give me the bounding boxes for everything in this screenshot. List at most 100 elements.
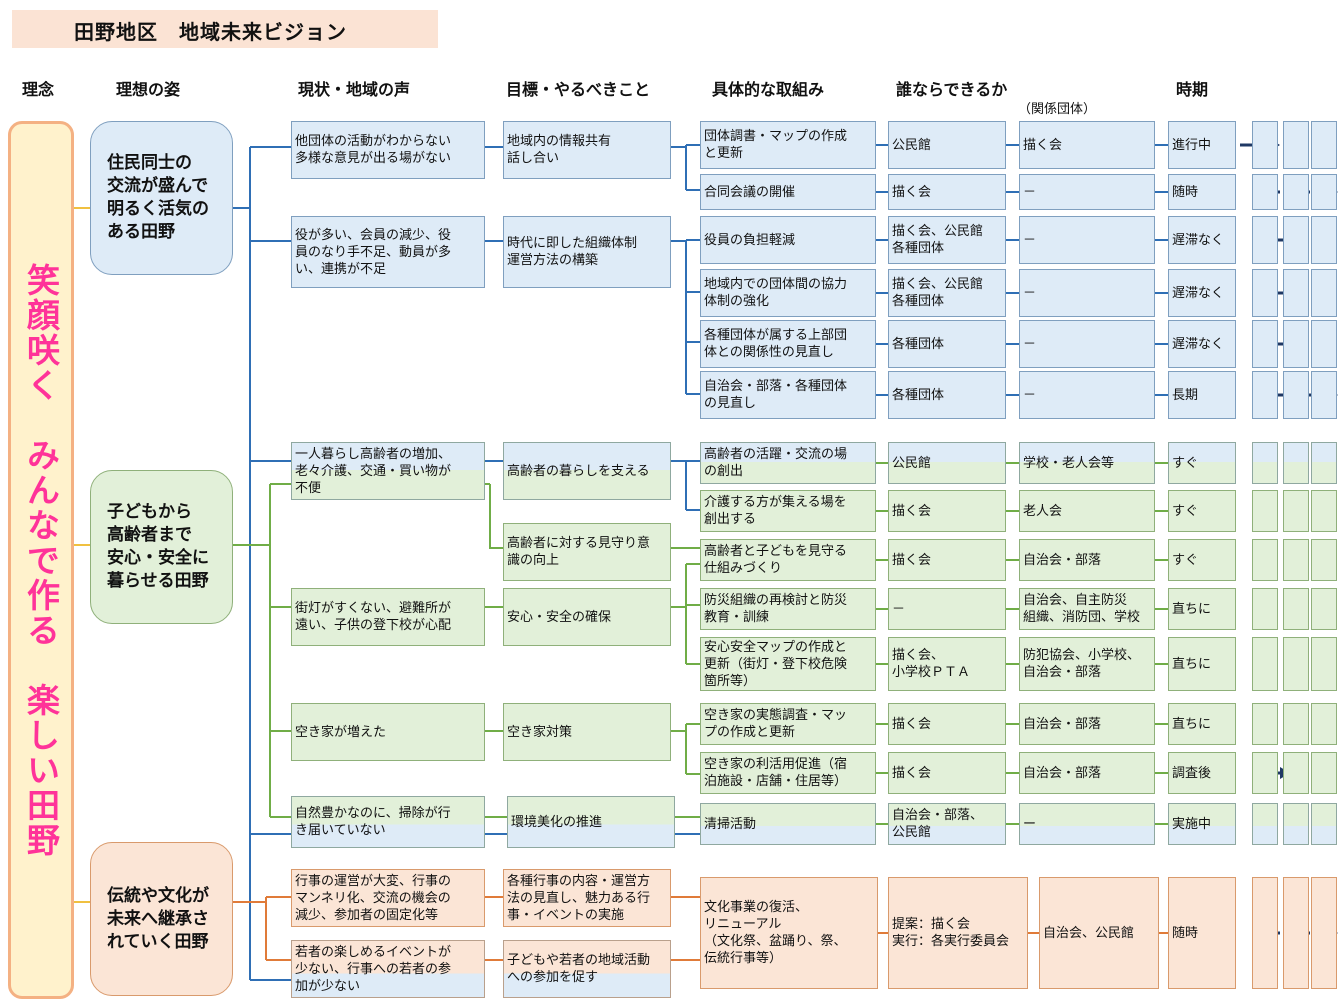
voice-box: 役が多い、会員の減少、役 員のなり手不足、動員が多 い、連携が不足 [291,216,485,288]
timeline-cell [1311,752,1337,794]
goal-box: 高齢者の暮らしを支える [503,442,671,500]
ideal-box: 伝統や文化が 未来へ継承さ れていく田野 [90,842,233,996]
period-box: 遅滞なく [1168,216,1236,264]
who-box: 描く会 [888,174,1006,210]
timeline-cell [1311,803,1337,845]
rinen-banner: 笑顔咲く みんなで作る 楽しい田野 [8,121,74,999]
related-box: 防犯協会、小学校、 自治会・部落 [1019,637,1155,691]
timeline-cell [1283,703,1309,745]
goal-box: 高齢者に対する見守り意 識の向上 [503,523,671,581]
timeline-cell [1283,442,1309,484]
timeline-cell [1311,174,1337,210]
who-box: 描く会、公民館 各種団体 [888,269,1006,317]
who-box: 描く会 [888,703,1006,745]
period-box: すぐ [1168,442,1236,484]
header-period: 時期 [1176,80,1209,99]
related-box: － [1019,216,1155,264]
connector-line [489,484,503,549]
timeline-cell [1311,637,1337,691]
timeline-cell [1283,877,1309,989]
who-box: 提案：描く会 実行：各実行委員会 [888,877,1028,989]
related-box: － [1019,320,1155,368]
timeline-cell [1311,320,1337,368]
timeline-cell [1252,490,1278,532]
related-box: 学校・老人会等 [1019,442,1155,484]
period-box: 長期 [1168,371,1236,419]
timeline-cell [1311,216,1337,264]
action-box: 空き家の実態調査・マッ プの作成と更新 [700,703,876,745]
timeline-cell [1283,174,1309,210]
who-box: 公民館 [888,121,1006,169]
action-box: 文化事業の復活、 リニューアル （文化祭、盆踊り、祭、 伝統行事等） [700,877,878,989]
timeline-cell [1283,490,1309,532]
period-box: 調査後 [1168,752,1236,794]
who-box: 描く会 [888,490,1006,532]
period-box: すぐ [1168,539,1236,581]
timeline-cell [1252,320,1278,368]
action-box: 高齢者と子どもを見守る 仕組みづくり [700,539,876,581]
goal-box: 子どもや若者の地域活動 への参加を促す [503,940,671,998]
who-box: 描く会 [888,539,1006,581]
action-box: 自治会・部落・各種団体 の見直し [700,371,876,419]
who-box: 自治会・部落、 公民館 [888,803,1006,845]
timeline-cell [1283,216,1309,264]
action-box: 高齢者の活躍・交流の場 の創出 [700,442,876,484]
voice-box: 若者の楽しめるイベントが 少ない、行事への若者の参 加が少ない [291,940,485,998]
action-box: 安心安全マップの作成と 更新（街灯・登下校危険 箇所等） [700,637,876,691]
period-box: 直ちに [1168,637,1236,691]
timeline-cell [1252,121,1278,169]
related-box: 自治会、自主防災 組織、消防団、学校 [1019,588,1155,630]
timeline-cell [1252,752,1278,794]
related-box: 描く会 [1019,121,1155,169]
period-box: 直ちに [1168,703,1236,745]
goal-box: 空き家対策 [503,703,671,761]
who-box: 各種団体 [888,371,1006,419]
related-box: 自治会・部落 [1019,703,1155,745]
timeline-cell [1252,803,1278,845]
voice-box: 街灯がすくない、避難所が 遠い、子供の登下校が心配 [291,588,485,646]
header-related: （関係団体） [1018,102,1097,117]
timeline-cell [1311,539,1337,581]
who-box: 描く会、公民館 各種団体 [888,216,1006,264]
timeline-cell [1252,703,1278,745]
action-box: 防災組織の再検討と防災 教育・訓練 [700,588,876,630]
related-box: 老人会 [1019,490,1155,532]
timeline-cell [1311,121,1337,169]
timeline-cell [1252,442,1278,484]
timeline-cell [1252,588,1278,630]
period-box: 遅滞なく [1168,320,1236,368]
voice-box: 他団体の活動がわからない 多様な意見が出る場がない [291,121,485,179]
goal-box: 時代に即した組織体制 運営方法の構築 [503,216,671,288]
period-box: 直ちに [1168,588,1236,630]
related-box: ー [1019,803,1155,845]
timeline-cell [1252,174,1278,210]
timeline-cell [1283,320,1309,368]
period-box: 進行中 [1168,121,1236,169]
goal-box: 地域内の情報共有 話し合い [503,121,671,179]
related-box: － [1019,269,1155,317]
timeline-cell [1283,269,1309,317]
who-box: 描く会、 小学校ＰＴＡ [888,637,1006,691]
header-goal: 目標・やるべきこと [506,80,651,99]
timeline-cell [1252,637,1278,691]
voice-box: 行事の運営が大変、行事の マンネリ化、交流の機会の 減少、参加者の固定化等 [291,869,485,927]
action-box: 空き家の利活用促進（宿 泊施設・店舗・住居等） [700,752,876,794]
timeline-cell [1283,121,1309,169]
timeline-cell [1283,371,1309,419]
action-box: 団体調書・マップの作成 と更新 [700,121,876,169]
action-box: 役員の負担軽減 [700,216,876,264]
who-box: 各種団体 [888,320,1006,368]
action-box: 各種団体が属する上部団 体との関係性の見直し [700,320,876,368]
header-who: 誰ならできるか [896,80,1008,99]
who-box: － [888,588,1006,630]
action-box: 介護する方が集える場を 創出する [700,490,876,532]
timeline-cell [1252,371,1278,419]
goal-box: 安心・安全の確保 [503,588,671,646]
period-box: 随時 [1168,877,1236,989]
header-current: 現状・地域の声 [298,80,411,99]
period-box: 実施中 [1168,803,1236,845]
goal-box: 各種行事の内容・運営方 法の見直し、魅力ある行 事・イベントの実施 [503,869,671,927]
voice-box: 一人暮らし高齢者の増加、 老々介護、交通・買い物が 不便 [291,442,485,500]
period-box: すぐ [1168,490,1236,532]
timeline-cell [1252,216,1278,264]
